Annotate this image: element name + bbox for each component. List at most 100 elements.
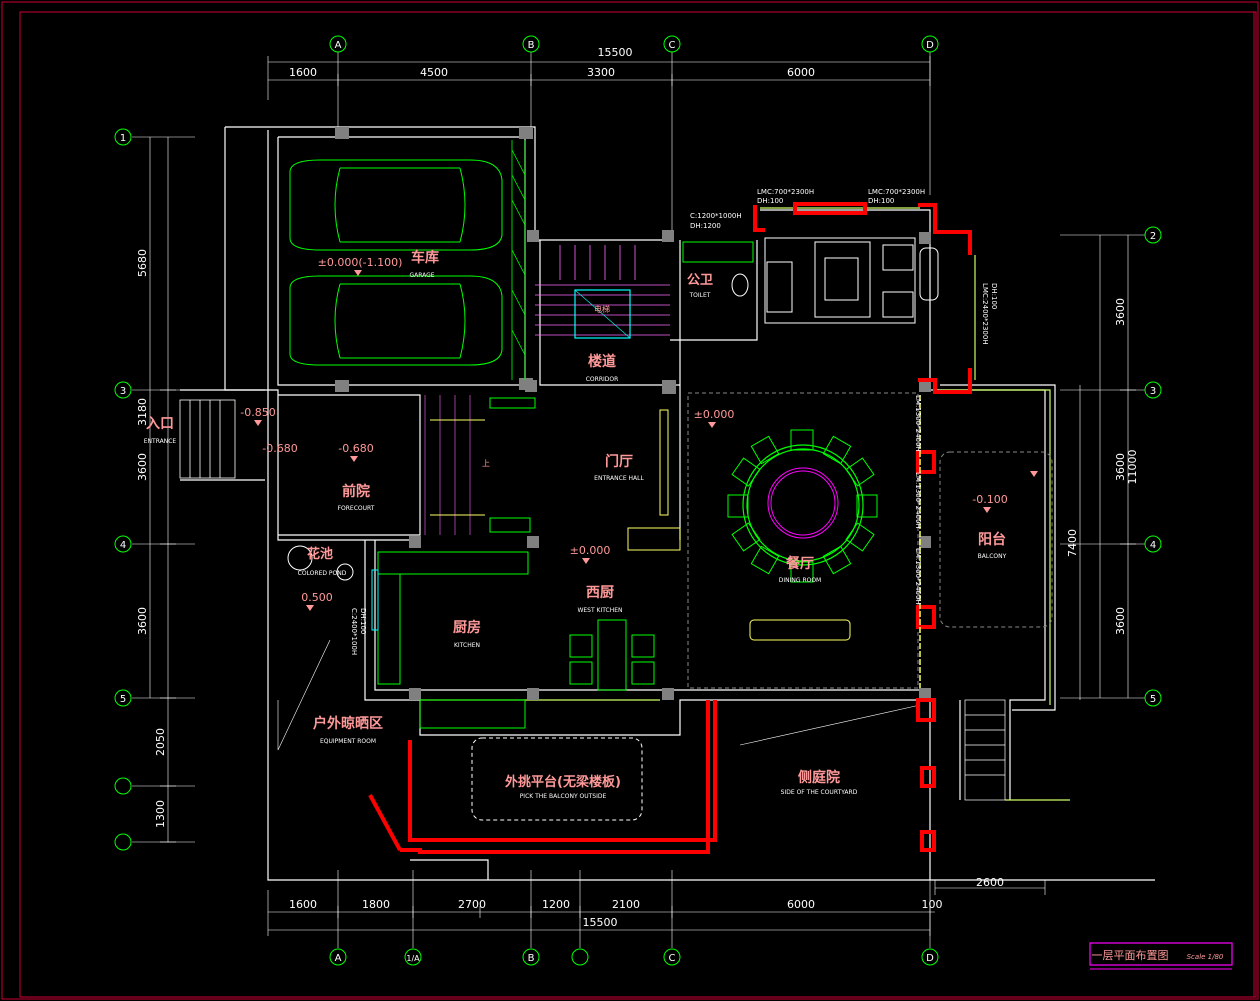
- forecourt-en: FORECOURT: [338, 505, 375, 512]
- west-kitchen-level: ±0.000: [570, 544, 611, 557]
- toilet-bowl: [731, 273, 749, 297]
- window-label-1b: DH:100: [757, 197, 783, 205]
- toilet-label: 公卫: [687, 273, 713, 288]
- pond-tree-1: [287, 545, 313, 571]
- pond-tree-2: [336, 563, 354, 581]
- kitchen-window-label: C:2400*100H: [350, 608, 358, 655]
- grid-label-bottom-1a: 1/A: [406, 954, 420, 963]
- entrance-en: ENTRANCE: [144, 438, 177, 445]
- dim-left-1: 5680: [136, 249, 149, 277]
- columns: [335, 127, 931, 700]
- title-block-name: 一层平面布置图: [1092, 949, 1169, 962]
- garage-label: 车库: [411, 249, 439, 266]
- level-markers: [254, 270, 1038, 611]
- hall-bench: [489, 517, 531, 533]
- dim-bottom-5: 2100: [612, 898, 640, 911]
- grid-label-bottom-b: B: [528, 953, 535, 964]
- dim-right-3: 3600: [1114, 607, 1127, 635]
- dim-right-2: 3600: [1114, 453, 1127, 481]
- dim-left-5: 2050: [154, 728, 167, 756]
- balcony-label: 阳台: [978, 531, 1006, 548]
- red-structure: [368, 202, 972, 854]
- dim-top-total: 15500: [598, 46, 633, 59]
- garage-en: GARAGE: [409, 272, 434, 279]
- balcony-level: -0.100: [972, 493, 1007, 506]
- title-block-scale: Scale 1/80: [1187, 953, 1224, 961]
- grid-label-right-5: 5: [1150, 694, 1156, 705]
- balcony-door-label-2: LM:1300*2400H: [914, 472, 922, 529]
- entrance-label: 入口: [146, 416, 174, 432]
- equipment-en: EQUIPMENT ROOM: [320, 738, 376, 745]
- elevator-cross: [574, 289, 631, 339]
- dim-bottom-1: 1600: [289, 898, 317, 911]
- dim-left-3: 3600: [136, 453, 149, 481]
- hall-en: ENTRANCE HALL: [594, 475, 644, 482]
- grid-label-bottom-a: A: [335, 953, 342, 964]
- sofa-set: [764, 237, 939, 324]
- balcony-zone-outline: [939, 451, 1053, 628]
- dim-bottom-total: 15500: [583, 916, 618, 929]
- window-label-2b: DH:100: [868, 197, 894, 205]
- title-block: [1089, 942, 1233, 966]
- dining-chairs: [727, 429, 878, 583]
- kitchen-en: KITCHEN: [454, 642, 480, 649]
- platform-label: 外挑平台(无梁楼板): [504, 774, 621, 790]
- courtyard-edge: [739, 704, 921, 746]
- hall-console: [627, 527, 681, 551]
- dim-bottom-2: 1800: [362, 898, 390, 911]
- garage-grille: [511, 140, 526, 380]
- corridor-label: 楼道: [588, 353, 616, 370]
- dim-right-total: 11000: [1126, 450, 1139, 485]
- grid-label-left-5: 5: [120, 694, 126, 705]
- window-label-2: LMC:700*2300H: [868, 188, 925, 196]
- dim-top-1: 1600: [289, 66, 317, 79]
- dining-zone-outline: [687, 392, 919, 689]
- dining-lazy-susan: [767, 467, 839, 539]
- garage-level: ±0.000(-1.100): [318, 256, 403, 269]
- dimension-lines: [149, 56, 1136, 936]
- dim-top-3: 3300: [587, 66, 615, 79]
- dining-table: [742, 444, 864, 566]
- grid-label-left-3: 3: [120, 386, 126, 397]
- grid-label-right-2: 2: [1150, 231, 1156, 242]
- dim-right-bottom: 2600: [976, 876, 1004, 889]
- hall-label: 门厅: [605, 453, 633, 470]
- platform-en: PICK THE BALCONY OUTSIDE: [520, 793, 607, 800]
- grid-bubbles: [114, 35, 1162, 966]
- drawing-frame: [19, 11, 1257, 998]
- elevator-label: 电梯: [594, 304, 610, 314]
- toilet-basin: [682, 241, 754, 263]
- pond-level: 0.500: [301, 591, 333, 604]
- garage-cars: [289, 159, 503, 366]
- window-label-c: C:1200*1000H: [690, 212, 742, 220]
- kitchen-label: 厨房: [453, 619, 481, 636]
- dining-label: 餐厅: [785, 555, 814, 572]
- west-kitchen-en: WEST KITCHEN: [577, 607, 622, 614]
- side-window-label-b: DH:100: [990, 283, 998, 309]
- kitchen-counters: [377, 551, 655, 729]
- hall-cabinet: [489, 397, 536, 409]
- dim-left-4: 3600: [136, 607, 149, 635]
- stair-up-label: 上: [482, 459, 490, 468]
- dim-bottom-3: 2700: [458, 898, 486, 911]
- dim-top-4: 6000: [787, 66, 815, 79]
- grid-label-top-c: C: [669, 40, 676, 51]
- dim-bottom-4: 1200: [542, 898, 570, 911]
- grid-label-bottom-c: C: [669, 953, 676, 964]
- grid-label-left-4: 4: [120, 540, 126, 551]
- sideboard: [749, 619, 851, 641]
- kitchen-window-label-b: DH:100: [359, 608, 367, 634]
- hall-shelf: [659, 409, 669, 516]
- grid-label-right-4: 4: [1150, 540, 1156, 551]
- grid-label-right-3: 3: [1150, 386, 1156, 397]
- balcony-door-label-1: LM:1300*2400H: [914, 395, 922, 452]
- west-kitchen-label: 西厨: [586, 585, 614, 601]
- balcony-en: BALCONY: [978, 553, 1007, 560]
- dim-left-6: 1300: [154, 800, 167, 828]
- pond-en: COLORED POND: [298, 570, 347, 577]
- grid-label-top-d: D: [926, 40, 934, 51]
- grid-label-left-1: 1: [120, 133, 126, 144]
- dim-bottom-6: 6000: [787, 898, 815, 911]
